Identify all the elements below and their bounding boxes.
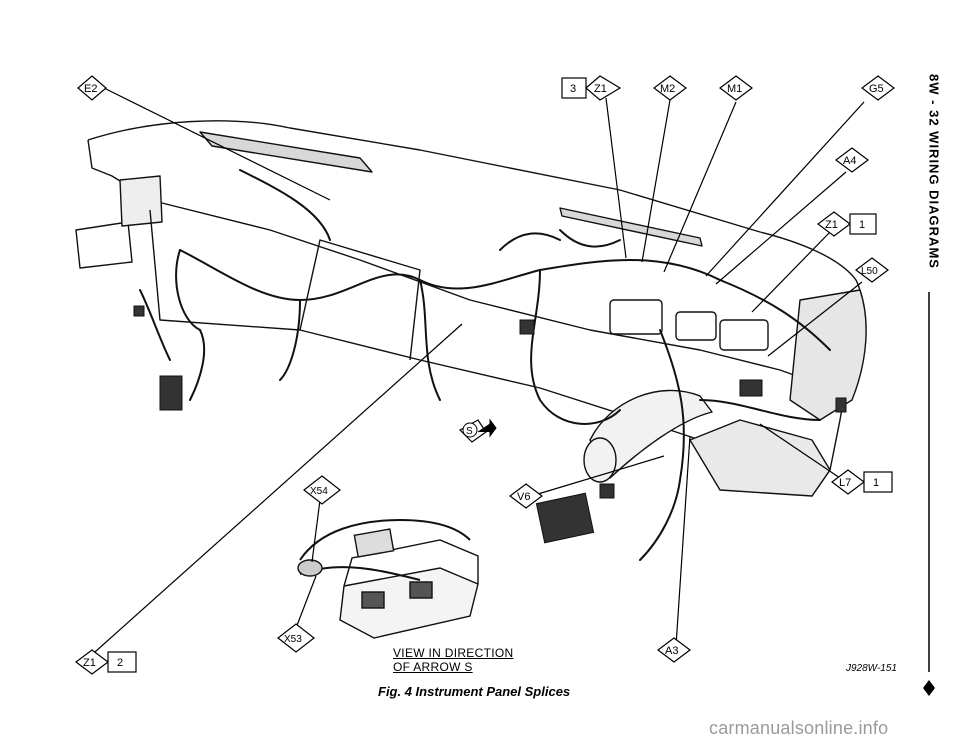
figure-code: J928W-151 bbox=[846, 663, 897, 674]
callout-m1: M1 bbox=[719, 75, 753, 101]
callout-z1-right: Z1 1 bbox=[817, 211, 877, 237]
leader-lines bbox=[85, 87, 865, 661]
footer-watermark: carmanualsonline.info bbox=[709, 718, 889, 738]
callout-g5-label: G5 bbox=[869, 83, 884, 95]
callout-z1-top: 3 Z1 bbox=[561, 75, 622, 101]
callout-l7-number: 1 bbox=[873, 477, 879, 489]
callout-l50: L50 bbox=[855, 257, 889, 283]
arrow-s-marker: S bbox=[459, 418, 497, 443]
view-direction-line1: VIEW IN DIRECTION bbox=[393, 646, 514, 660]
callout-z1-top-label: Z1 bbox=[594, 83, 607, 95]
view-direction-label: VIEW IN DIRECTION OF ARROW S bbox=[393, 646, 513, 674]
callout-z1-right-label: Z1 bbox=[825, 219, 838, 231]
callout-a3-label: A3 bbox=[665, 645, 678, 657]
callout-x53: X53 bbox=[277, 623, 315, 653]
callout-m1-label: M1 bbox=[727, 83, 742, 95]
page-header-text: 8W - 32 WIRING DIAGRAMS bbox=[926, 74, 942, 269]
diamond-bullet-icon bbox=[923, 680, 935, 696]
inset-view bbox=[297, 518, 479, 639]
callout-l7: L7 1 bbox=[831, 469, 893, 495]
callout-g5: G5 bbox=[861, 75, 895, 101]
panel-front-edge bbox=[87, 139, 853, 389]
callout-a4: A4 bbox=[835, 147, 869, 173]
callout-z1-top-number: 3 bbox=[570, 83, 576, 95]
callout-z1-right-number: 1 bbox=[859, 219, 865, 231]
callout-x54: X54 bbox=[303, 475, 341, 505]
callout-m2: M2 bbox=[653, 75, 687, 101]
connectors bbox=[133, 305, 847, 544]
steering-column bbox=[589, 389, 713, 479]
page-header: 8W - 32 WIRING DIAGRAMS bbox=[918, 60, 944, 292]
instrument-panel-drawing bbox=[75, 120, 867, 497]
callout-l50-label: L50 bbox=[861, 266, 878, 277]
callout-e2: E2 bbox=[77, 75, 107, 101]
callout-v6-label: V6 bbox=[517, 491, 530, 503]
arrow-s-label: S bbox=[466, 426, 473, 437]
callout-v6: V6 bbox=[509, 483, 543, 509]
callout-m2-label: M2 bbox=[660, 83, 675, 95]
figure-caption: Fig. 4 Instrument Panel Splices bbox=[378, 684, 571, 699]
callout-z1-bottom-number: 2 bbox=[117, 657, 123, 669]
callout-z1-bottom: Z1 2 bbox=[75, 649, 137, 675]
panel-top-outline bbox=[87, 120, 864, 351]
wiring-harness bbox=[139, 169, 831, 561]
callout-x54-label: X54 bbox=[310, 486, 328, 497]
callout-a4-label: A4 bbox=[843, 155, 856, 167]
callout-z1-bottom-label: Z1 bbox=[83, 657, 96, 669]
glovebox bbox=[689, 419, 831, 497]
callout-a3: A3 bbox=[657, 637, 691, 663]
callout-l7-label: L7 bbox=[839, 477, 851, 489]
view-direction-line2: OF ARROW S bbox=[393, 660, 473, 674]
callout-e2-label: E2 bbox=[84, 83, 97, 95]
callout-x53-label: X53 bbox=[284, 634, 302, 645]
